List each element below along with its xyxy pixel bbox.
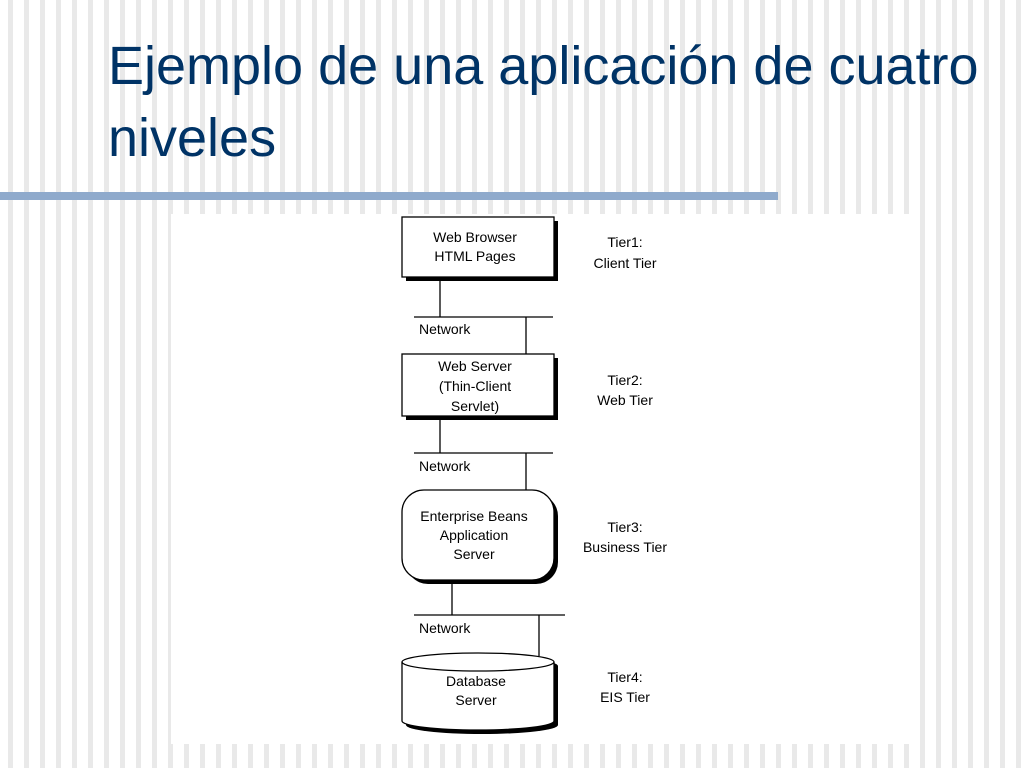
tier-2-number: Tier2: [607,372,642,388]
node-app-server: Enterprise Beans Application Server [401,489,558,584]
app-server-label-3: Server [453,546,495,562]
app-server-label-2: Application [440,527,509,543]
network-3: Network [414,580,565,656]
tier-4-number: Tier4: [607,669,642,685]
tier-2-label: Tier2: Web Tier [597,372,653,408]
db-server-label-1: Database [446,673,506,689]
db-server-cylinder [401,652,555,731]
web-server-box [401,353,555,417]
title-divider [0,192,778,200]
node-db-server: Database Server [401,652,558,734]
four-tier-diagram: Web Browser HTML Pages Tier1: Client Tie… [171,214,914,744]
network-2-label: Network [419,458,471,474]
web-server-label-1: Web Server [438,358,512,374]
tier-2-name: Web Tier [597,392,653,408]
network-2: Network [414,416,553,490]
web-browser-label-1: Web Browser [433,229,517,245]
tier-4-name: EIS Tier [600,689,650,705]
slide-title: Ejemplo de una aplicación de cuatro nive… [108,36,979,168]
network-1: Network [414,277,553,354]
tier-3-name: Business Tier [583,539,667,555]
network-1-label: Network [419,321,471,337]
web-browser-label-2: HTML Pages [434,248,515,264]
tier-1-number: Tier1: [607,234,642,250]
tier-3-label: Tier3: Business Tier [583,519,667,555]
network-3-label: Network [419,620,471,636]
node-web-browser: Web Browser HTML Pages [401,216,558,281]
app-server-box [401,489,555,581]
node-web-server: Web Server (Thin-Client Servlet) [401,353,558,420]
tier-1-label: Tier1: Client Tier [593,234,656,271]
web-server-label-3: Servlet) [451,398,499,414]
tier-4-label: Tier4: EIS Tier [600,669,650,705]
web-server-label-2: (Thin-Client [439,378,511,394]
tier-1-name: Client Tier [593,255,656,271]
tier-3-number: Tier3: [607,519,642,535]
diagram-canvas: Web Browser HTML Pages Tier1: Client Tie… [401,216,667,734]
db-server-label-2: Server [455,692,497,708]
web-browser-box [401,216,555,278]
app-server-label-1: Enterprise Beans [420,508,527,524]
